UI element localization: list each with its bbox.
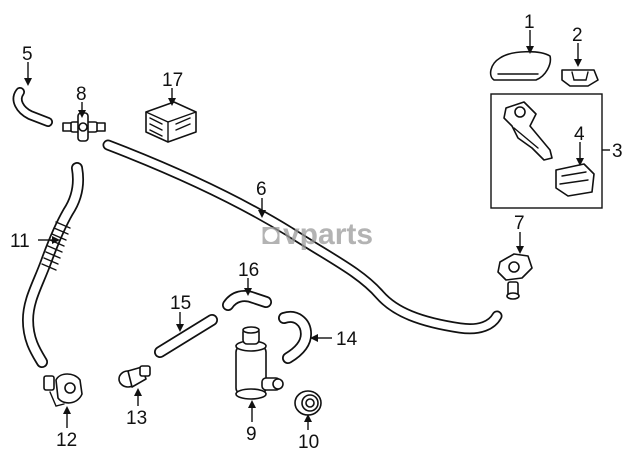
hose-15[interactable] (154, 314, 218, 358)
callout-17: 17 (162, 70, 183, 91)
washer-nozzle-12[interactable] (43, 373, 83, 407)
callout-9: 9 (246, 424, 257, 445)
hose-14[interactable] (278, 311, 313, 364)
callout-11: 11 (10, 231, 30, 252)
cap-1[interactable] (489, 50, 552, 81)
nozzle-assembly-box-3[interactable] (490, 93, 603, 209)
washer-hose-6[interactable] (102, 139, 503, 335)
grommet-10[interactable] (294, 390, 322, 416)
callout-7: 7 (514, 213, 525, 234)
callout-5: 5 (22, 44, 33, 65)
callout-labels: 1 2 3 4 5 6 7 8 9 10 11 12 13 14 15 16 1… (10, 12, 623, 453)
callout-14: 14 (336, 329, 358, 350)
hose-5[interactable] (12, 87, 53, 127)
clip-2[interactable] (561, 69, 599, 87)
callout-2: 2 (572, 25, 583, 46)
watermark-symbol: ◘ (262, 218, 280, 251)
callout-13: 13 (126, 408, 147, 429)
callout-6: 6 (256, 179, 267, 200)
watermark-text: vparts (283, 218, 373, 251)
watermark-logo: ◘ vparts (262, 218, 373, 251)
callout-15: 15 (170, 293, 191, 314)
callout-12: 12 (56, 430, 77, 451)
washer-nozzle-7[interactable] (497, 253, 533, 300)
control-module-17[interactable] (145, 101, 197, 143)
elbow-hose-16[interactable] (222, 290, 272, 311)
callout-1: 1 (524, 12, 535, 33)
callout-3: 3 (612, 141, 623, 162)
check-valve-13[interactable] (118, 365, 151, 388)
callout-16: 16 (238, 260, 259, 281)
callout-8: 8 (76, 84, 87, 105)
tee-connector-8[interactable] (62, 112, 106, 142)
washer-pump-9[interactable] (235, 326, 284, 400)
callout-10: 10 (298, 432, 319, 453)
callout-4: 4 (574, 124, 585, 145)
corrugated-hose-11[interactable] (21, 162, 84, 368)
callout-arrows (24, 30, 610, 430)
